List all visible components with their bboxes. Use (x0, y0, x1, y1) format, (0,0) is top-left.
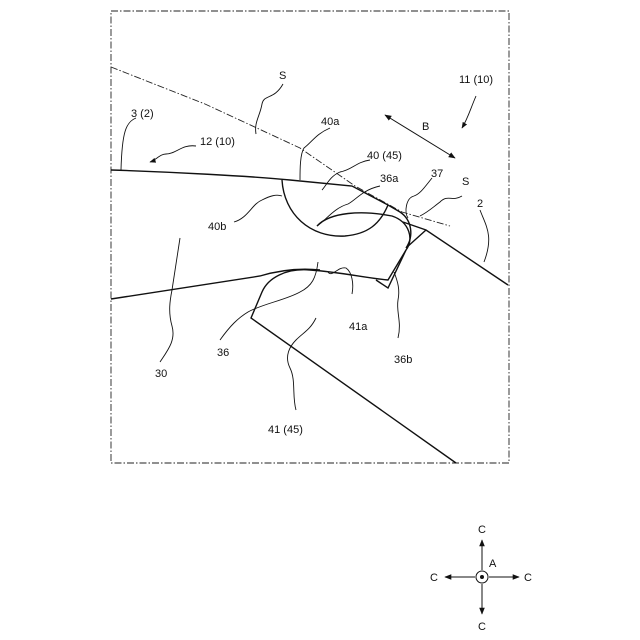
leader-12 (150, 146, 196, 162)
label-12-10: 12 (10) (200, 136, 235, 148)
label-s-top: S (279, 70, 286, 82)
label-11-10: 11 (10) (459, 74, 493, 86)
leader-40b (234, 195, 282, 222)
axis-a-dot (480, 575, 484, 579)
label-41-45: 41 (45) (268, 424, 303, 436)
leader-s-top (256, 84, 283, 134)
label-36a: 36a (380, 173, 399, 185)
leader-36a (317, 186, 380, 226)
direction-indicator: C C C C A (430, 524, 532, 633)
lower-notch (376, 250, 406, 288)
axis-label-top-c: C (478, 524, 486, 536)
body-right-edge (403, 222, 508, 285)
leader-11 (462, 96, 476, 128)
label-s-right: S (462, 176, 469, 188)
leader-s-right (420, 196, 462, 216)
label-30: 30 (155, 368, 167, 380)
label-37: 37 (431, 168, 443, 180)
leader-2 (480, 210, 489, 262)
leader-3 (121, 118, 136, 170)
leader-37 (406, 178, 432, 218)
axis-label-left-c: C (430, 572, 438, 584)
axis-label-a: A (489, 558, 497, 570)
body-top-edge (111, 170, 388, 205)
axis-label-right-c: C (524, 572, 532, 584)
section-line-s (111, 67, 450, 226)
label-36b: 36b (394, 354, 412, 366)
leader-36b (394, 272, 399, 338)
leader-41 (288, 318, 316, 410)
lower-body-edge (111, 269, 320, 299)
label-2: 2 (477, 198, 483, 210)
label-40b: 40b (208, 221, 226, 233)
label-3-2: 3 (2) (131, 108, 154, 120)
label-36: 36 (217, 347, 229, 359)
leader-40a (300, 128, 330, 180)
label-40a: 40a (321, 116, 340, 128)
label-41a: 41a (349, 321, 368, 333)
figure-frame (111, 11, 509, 463)
axis-label-bottom-c: C (478, 621, 486, 633)
curve-36a (310, 213, 410, 280)
label-40-45: 40 (45) (367, 150, 402, 162)
label-b: B (422, 121, 429, 133)
leader-30 (160, 238, 180, 362)
